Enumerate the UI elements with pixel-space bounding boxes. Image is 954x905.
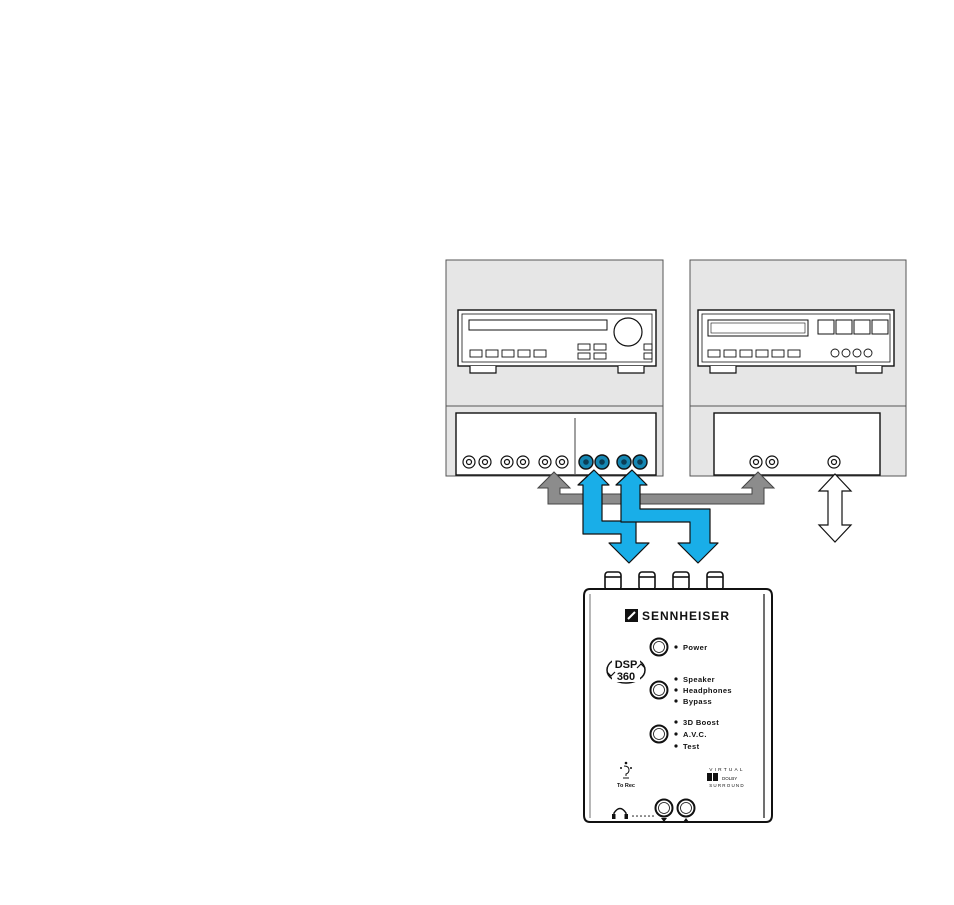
headphone-jack-dots bbox=[632, 815, 654, 817]
dsp-label: DSP bbox=[615, 659, 638, 671]
recorder-front bbox=[697, 309, 895, 374]
gray-tape-loop-arrow bbox=[536, 471, 776, 505]
dsp-360-label: 360 bbox=[617, 671, 635, 683]
mode-label-headphones: Headphones bbox=[683, 686, 732, 695]
recorder-rear-panel bbox=[713, 412, 881, 476]
effect-label-3d-boost: 3D Boost bbox=[683, 718, 719, 727]
power-label: Power bbox=[683, 643, 708, 652]
dsp-360-badge: DSP 360 bbox=[606, 656, 646, 684]
effect-button[interactable] bbox=[649, 724, 669, 744]
effect-label-test: Test bbox=[683, 742, 700, 751]
volume-down-button[interactable] bbox=[654, 798, 674, 818]
receiver-display bbox=[468, 319, 608, 331]
surround-label: SURROUND bbox=[709, 783, 745, 788]
virtual-dolby-surround-logo: VIRTUAL DOLBY SURROUND bbox=[707, 767, 745, 788]
mode-label-bypass: Bypass bbox=[683, 697, 712, 706]
receiver-rca-jacks bbox=[462, 455, 569, 469]
mode-label-speaker: Speaker bbox=[683, 675, 715, 684]
effect-label-avc: A.V.C. bbox=[683, 730, 707, 739]
virtual-label: VIRTUAL bbox=[709, 767, 745, 773]
receiver-processor-jacks bbox=[578, 454, 648, 470]
dolby-label: DOLBY bbox=[722, 776, 737, 781]
blue-signal-arrows bbox=[577, 469, 719, 564]
processor-input-jacks bbox=[604, 571, 724, 591]
mode-button[interactable] bbox=[649, 680, 669, 700]
power-button[interactable] bbox=[649, 637, 669, 657]
volume-up-icon bbox=[683, 818, 689, 822]
receiver-rear-panel bbox=[455, 412, 657, 476]
recorder-unit bbox=[689, 259, 907, 477]
blue-arrow-right bbox=[615, 469, 719, 564]
to-rec-icon: To Rec bbox=[617, 761, 635, 789]
blue-arrow-left bbox=[577, 469, 650, 564]
volume-up-button[interactable] bbox=[676, 798, 696, 818]
receiver-front bbox=[457, 309, 657, 374]
dsp-processor: SENNHEISER DSP 360 Power Speaker Headpho… bbox=[583, 571, 773, 823]
sennheiser-logo: SENNHEISER bbox=[625, 609, 730, 623]
volume-knob bbox=[613, 317, 643, 347]
brand-label: SENNHEISER bbox=[642, 609, 730, 623]
volume-down-icon bbox=[661, 818, 667, 822]
white-double-arrow bbox=[817, 473, 853, 543]
headphone-icon bbox=[612, 807, 628, 819]
processor-body bbox=[583, 588, 773, 823]
recorder-display bbox=[707, 319, 809, 337]
to-rec-label: To Rec bbox=[617, 783, 635, 789]
receiver-unit bbox=[445, 259, 664, 477]
